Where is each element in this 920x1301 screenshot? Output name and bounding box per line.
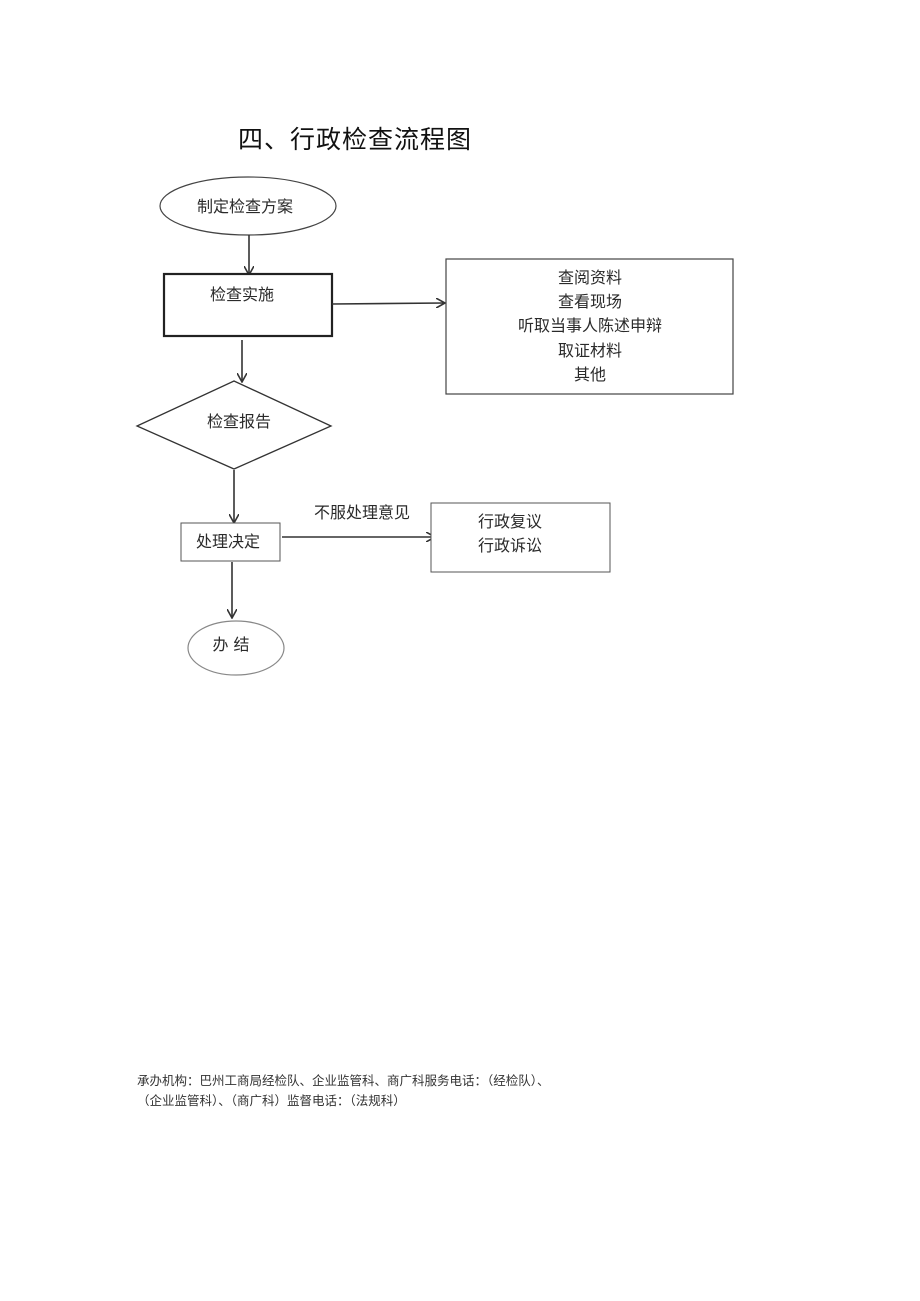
arrow-implement-to-methods <box>331 303 444 304</box>
page-title: 四、行政检查流程图 <box>238 125 473 154</box>
remedy-item: 行政复议 <box>478 512 542 531</box>
report-diamond-label: 检查报告 <box>207 412 271 431</box>
method-item: 其他 <box>574 365 606 384</box>
end-node <box>187 620 285 676</box>
implement-box <box>162 272 334 338</box>
start-node <box>159 176 337 236</box>
remedy-item: 行政诉讼 <box>478 536 542 555</box>
method-item: 查看现场 <box>558 292 622 311</box>
method-item: 取证材料 <box>558 341 622 360</box>
methods-box <box>445 258 734 395</box>
method-item: 查阅资料 <box>558 268 622 287</box>
start-node-label: 制定检查方案 <box>197 197 293 216</box>
footer-note: 承办机构：巴州工商局经检队、企业监管科、商广科服务电话：（经检队）、（企业监管科… <box>137 1073 550 1108</box>
report-diamond <box>135 380 333 470</box>
decision-box-label: 处理决定 <box>196 532 260 551</box>
decision-box <box>180 522 281 562</box>
remedies-box <box>430 502 611 573</box>
objection-label: 不服处理意见 <box>314 503 410 522</box>
end-node-label: 办 结 <box>212 635 249 654</box>
implement-box-label: 检查实施 <box>210 285 274 304</box>
method-item: 听取当事人陈述申辩 <box>518 316 662 335</box>
